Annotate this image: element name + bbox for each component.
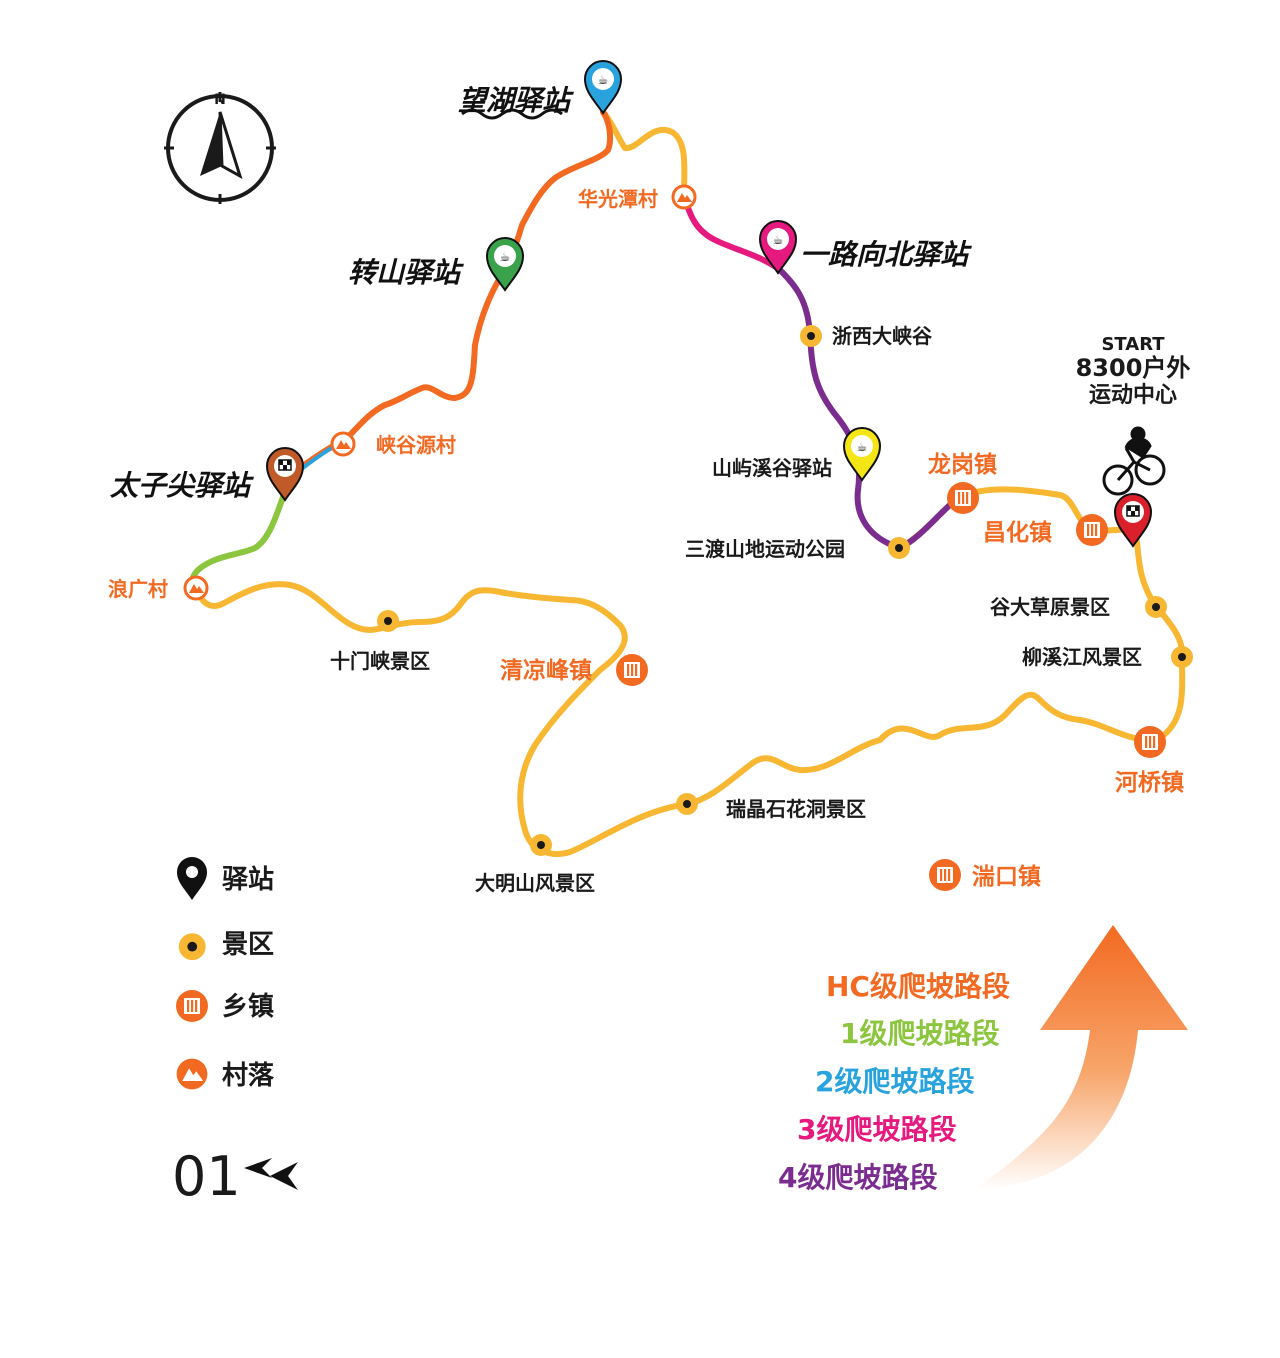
station-pin-start[interactable] — [1113, 493, 1153, 548]
compass-north-label: N — [214, 92, 226, 108]
climb-legend-cat4: 4级爬坡路段 — [778, 1161, 937, 1194]
climb-arrow-icon — [975, 925, 1188, 1190]
town-marker-tuankou[interactable] — [929, 859, 961, 891]
scenic-label-daming: 大明山风景区 — [475, 871, 595, 895]
route-segment-cat1 — [189, 494, 286, 589]
start-line2: 运动中心 — [1089, 383, 1177, 408]
legend-village-icon — [176, 1058, 208, 1090]
town-label-qingliangfeng: 清凉峰镇 — [500, 657, 592, 684]
legend-scenic-icon — [178, 933, 206, 961]
station-pin-yilu[interactable]: ☕ — [758, 220, 798, 275]
village-marker-huaguangtan[interactable] — [671, 184, 697, 210]
legend-village-label: 村落 — [222, 1061, 275, 1091]
scenic-marker-liuxi[interactable] — [1171, 646, 1193, 668]
village-label-huaguangtan: 华光潭村 — [578, 187, 658, 211]
compass-needle-icon — [200, 112, 222, 176]
station-label-zhuanshan: 转山驿站 — [348, 256, 464, 289]
legend-town-label: 乡镇 — [222, 992, 274, 1022]
scenic-marker-sandu[interactable] — [888, 537, 910, 559]
scenic-label-ruijing: 瑞晶石花洞景区 — [726, 797, 866, 821]
climb-legend-cat1: 1级爬坡路段 — [840, 1017, 999, 1050]
scenic-label-zhexi: 浙西大峡谷 — [832, 324, 933, 348]
legend-scenic-label: 景区 — [222, 930, 274, 960]
coffee-icon: ☕ — [773, 233, 784, 247]
route-segment-base — [193, 486, 1186, 857]
scenic-marker-ruijing[interactable] — [676, 793, 698, 815]
scenic-label-shimen: 十门峡景区 — [330, 649, 430, 673]
legend-station-pin-icon — [177, 857, 207, 900]
page-number: 01 — [172, 1145, 241, 1208]
legend-station-label: 驿站 — [222, 865, 274, 895]
town-marker-qingliangfeng[interactable] — [616, 654, 648, 686]
station-pin-wanghu[interactable]: ☕ — [583, 60, 623, 115]
scenic-marker-zhexi[interactable] — [800, 325, 822, 347]
scenic-marker-daming[interactable] — [530, 834, 552, 856]
station-label-taizi: 太子尖驿站 — [110, 469, 254, 502]
coffee-icon: ☕ — [857, 440, 868, 454]
town-label-longgang: 龙岗镇 — [928, 451, 997, 478]
start-line1: 8300户外 — [1076, 354, 1191, 382]
cyclist-icon — [1102, 426, 1166, 496]
map-legend: 驿站 景区 乡镇 村落 — [176, 857, 275, 1091]
climb-legend: HC级爬坡路段 1级爬坡路段 2级爬坡路段 3级爬坡路段 4级爬坡路段 — [778, 970, 1010, 1194]
route-segment-hc — [297, 109, 614, 471]
station-pin-zhuanshan[interactable]: ☕ — [485, 237, 525, 292]
town-label-changhua: 昌化镇 — [983, 519, 1052, 546]
scenic-label-liuxi: 柳溪江风景区 — [1022, 645, 1142, 669]
station-label-yilu: 一路向北驿站 — [800, 238, 972, 271]
scenic-marker-guda[interactable] — [1145, 596, 1167, 618]
legend-town-icon — [176, 990, 208, 1022]
scenic-label-guda: 谷大草原景区 — [990, 595, 1110, 619]
route-segment-cat3 — [681, 193, 783, 273]
village-label-langguang: 浪广村 — [108, 577, 168, 601]
scenic-marker-shimen[interactable] — [377, 610, 399, 632]
station-pin-taizi[interactable] — [265, 447, 305, 502]
town-marker-longgang[interactable] — [947, 482, 979, 514]
start-word: START — [1101, 334, 1165, 355]
town-label-heqiao: 河桥镇 — [1115, 769, 1184, 796]
route-segment-base — [600, 109, 688, 199]
village-marker-xiaguyuan[interactable] — [330, 431, 356, 457]
station-label-shanyu: 山屿溪谷驿站 — [712, 456, 832, 480]
climb-legend-cat3: 3级爬坡路段 — [797, 1113, 956, 1146]
wave-icon — [461, 108, 563, 120]
coffee-icon: ☕ — [598, 73, 609, 87]
coffee-icon: ☕ — [500, 250, 511, 264]
scenic-label-sandu: 三渡山地运动公园 — [685, 537, 845, 561]
station-pin-shanyu[interactable]: ☕ — [842, 427, 882, 482]
route — [189, 109, 1186, 857]
town-marker-heqiao[interactable] — [1134, 726, 1166, 758]
double-arrow-left-icon — [244, 1158, 298, 1190]
village-marker-langguang[interactable] — [183, 575, 209, 601]
compass: N — [164, 92, 276, 204]
town-marker-changhua[interactable] — [1076, 514, 1108, 546]
climb-legend-cat2: 2级爬坡路段 — [815, 1065, 974, 1098]
village-label-xiaguyuan: 峡谷源村 — [376, 433, 456, 457]
climb-legend-hc: HC级爬坡路段 — [826, 970, 1010, 1003]
route-segment-cat4 — [777, 267, 903, 551]
town-label-tuankou: 湍口镇 — [972, 863, 1041, 890]
